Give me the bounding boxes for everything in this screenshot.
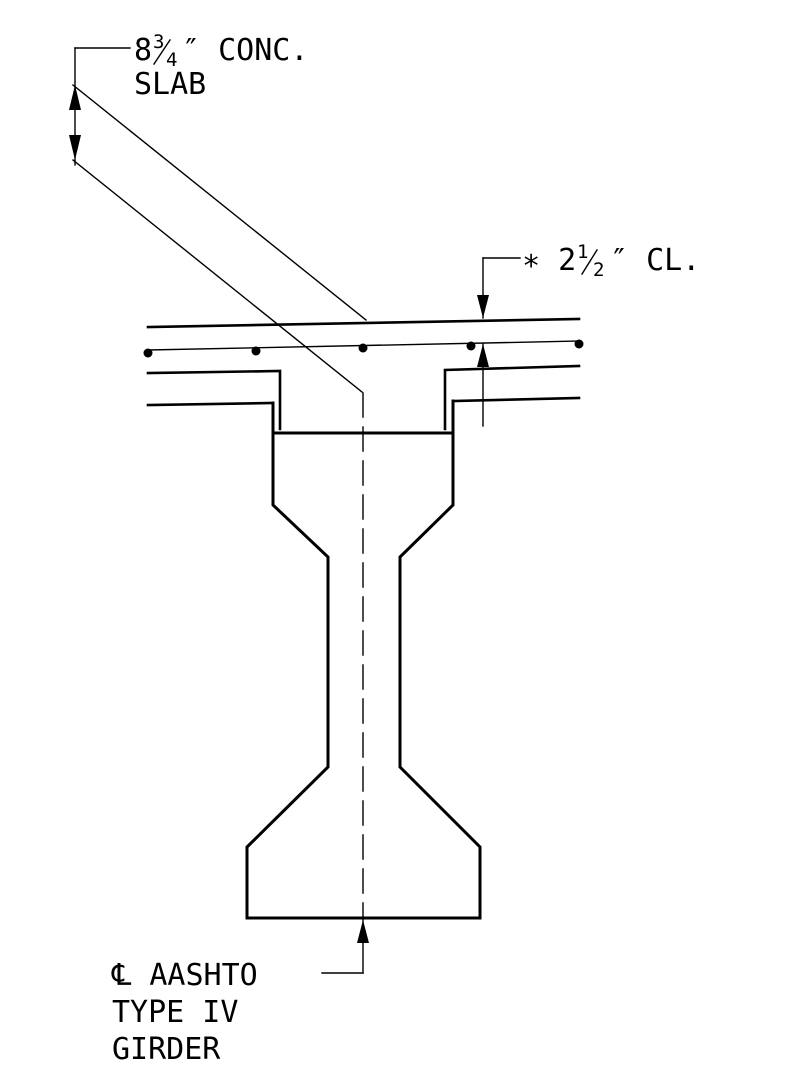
slab-bottom-left	[146, 369, 282, 431]
clearance-callout-numerator: 1	[577, 241, 588, 263]
deck-slab	[146, 317, 582, 431]
rebar-dot	[143, 348, 153, 358]
slab-soffit-right	[451, 396, 581, 403]
slab-callout-denominator: 4	[166, 49, 177, 71]
slab-callout-line2: SLAB	[134, 67, 206, 102]
girder-callout: ℄ AASHTO TYPE IV GIRDER	[111, 958, 258, 1067]
girder-leader	[321, 919, 369, 974]
slab-top-extension-line	[72, 84, 367, 321]
clearance-callout-denominator: 2	[593, 259, 604, 281]
clearance-arrow-down-icon	[477, 295, 489, 318]
slab-callout: 8 3 4 ″ CONC. SLAB	[134, 31, 308, 102]
girder-callout-line2: TYPE IV	[112, 995, 238, 1030]
slab-fraction-bar	[153, 39, 171, 65]
slab-arrow-up-icon	[69, 85, 81, 110]
slab-arrow-down-icon	[69, 135, 81, 160]
clearance-arrow-up-icon	[477, 344, 489, 367]
slab-thickness-dimension	[69, 47, 367, 393]
girder-callout-line3: GIRDER	[112, 1032, 221, 1067]
clearance-dimension	[477, 257, 521, 427]
girder-arrow-up-icon	[357, 920, 369, 943]
slab-bottom-extension-line	[72, 159, 363, 393]
slab-callout-whole: 8	[134, 33, 152, 68]
clearance-fraction-bar	[581, 249, 598, 275]
clearance-callout: ∗ 2 1 2 ″ CL.	[522, 241, 700, 281]
slab-callout-numerator: 3	[153, 31, 164, 53]
rebar-dot	[358, 343, 368, 353]
slab-callout-suffix: ″ CONC.	[182, 33, 308, 68]
rebar-dot	[466, 341, 476, 351]
rebar-dots	[143, 339, 584, 358]
slab-bottom-right	[443, 364, 581, 431]
girder-callout-line1: ℄ AASHTO	[111, 958, 258, 993]
rebar-dot	[574, 339, 584, 349]
slab-soffit-left	[146, 401, 275, 407]
slab-top-surface	[146, 317, 581, 329]
clearance-callout-prefix: ∗ 2	[522, 243, 576, 278]
rebar-dot	[251, 346, 261, 356]
clearance-callout-suffix: ″ CL.	[610, 243, 700, 278]
